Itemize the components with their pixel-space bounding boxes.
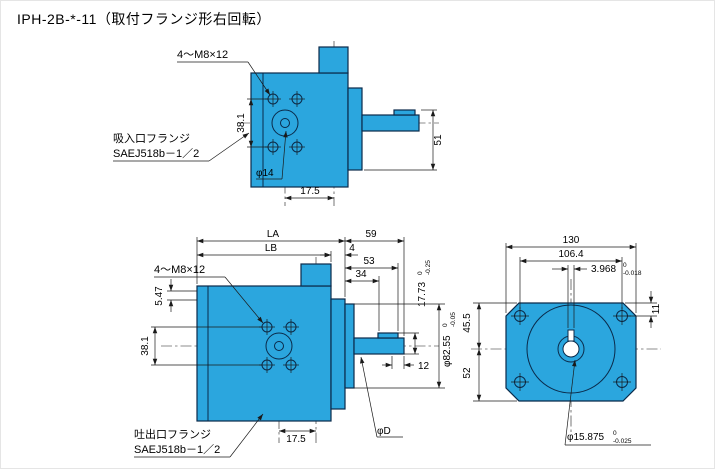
dim-34-label: 34 (355, 269, 367, 280)
bolt-spec-callout-side: 4～M8×12 (154, 264, 264, 324)
side-view-center-hole (265, 332, 293, 360)
dim-11-label: 11 (651, 303, 662, 314)
flange-face (505, 302, 637, 402)
dim-port-offset-side: 17.5 (279, 428, 316, 445)
dim-4-label: 4 (349, 243, 355, 254)
pilot-boss (344, 303, 355, 389)
suction-flange-label-line2: SAEJ518b－1／2 (113, 147, 199, 160)
dim-51: 51 (364, 109, 444, 171)
dim-17-5-side-label: 17.5 (286, 434, 306, 445)
tol-3-968-upper: 0 (623, 262, 627, 269)
tol-82-55-upper: 0 (442, 323, 449, 327)
dim-53-label: 53 (363, 256, 375, 267)
dim-12: 12 (382, 356, 430, 372)
pump-body-top-view (250, 46, 420, 188)
dim-106-4-label: 106.4 (558, 249, 583, 260)
pump-body-side-view (196, 263, 405, 422)
keyway-slot (567, 329, 575, 342)
dim-106-4: 106.4 (519, 249, 623, 309)
dim-11: 11 (625, 291, 662, 328)
dim-key-height: 17.73 0 -0.25 (398, 260, 432, 355)
side-view-top-extension-lines (196, 237, 405, 336)
tol-17-73-lower: -0.25 (425, 260, 432, 275)
dim-key-width: 3.968 0 -0.018 (552, 262, 642, 328)
pump-housing (196, 285, 332, 422)
tol-15-875-upper: 0 (613, 430, 617, 437)
dim-12-label: 12 (418, 361, 430, 372)
page-title: IPH-2B-*-11（取付フランジ形右回転） (17, 11, 271, 27)
dim-38-1-top-label: 38.1 (236, 113, 247, 133)
suction-flange-label-line1: 吸入口フランジ (113, 133, 190, 145)
drive-shaft (353, 337, 405, 355)
dim-LA: LA (197, 229, 345, 244)
front-view: 130 106.4 3.968 0 -0.018 45.5 (462, 235, 662, 446)
tol-15-875-lower: -0.025 (613, 438, 632, 445)
dim-59-label: 59 (365, 229, 377, 240)
dim-bolt-pitch-top: 38.1 (236, 98, 268, 148)
mounting-flange (330, 298, 346, 410)
dim-LB: LB (197, 243, 331, 258)
dim-130-label: 130 (563, 235, 580, 246)
dim-phi14-label: φ14 (256, 168, 274, 179)
dim-shaft-diameter: φ15.875 0 -0.025 (564, 359, 651, 446)
dim-17-73-label: 17.73 (417, 282, 428, 307)
dim-5-47-label: 5.47 (154, 286, 165, 306)
bolt-spec-callout-top: 4～M8×12 (177, 49, 271, 96)
tol-17-73-upper: 0 (417, 271, 424, 275)
side-view-bolt-holes (259, 319, 299, 373)
dim-LB-label: LB (265, 243, 278, 254)
side-view: LA 59 LB 4 53 34 (134, 229, 457, 458)
dim-34: 34 (345, 269, 379, 284)
center-hole-callout: φ14 (256, 130, 288, 180)
dim-port-offset-top: 17.5 (285, 186, 334, 201)
suction-port-boss (318, 46, 349, 74)
dim-phi82-55-label: φ82.55 (442, 335, 453, 367)
suction-flange-callout: 吸入口フランジ SAEJ518b－1／2 (113, 132, 250, 162)
dim-52: 52 (462, 349, 517, 402)
discharge-flange-label-line1: 吐出口フランジ (134, 427, 211, 441)
dim-3-968-label: 3.968 (591, 264, 616, 275)
shaft-key (393, 109, 416, 116)
dim-45-5: 45.5 (462, 302, 517, 349)
dim-4: 4 (320, 243, 358, 258)
bolt-spec-side-label: 4～M8×12 (154, 264, 205, 276)
tol-3-968-lower: -0.018 (623, 270, 642, 277)
tol-82-55-lower: -0.05 (450, 312, 457, 327)
bolt-spec-top-label: 4～M8×12 (177, 49, 228, 61)
dim-51-label: 51 (433, 134, 444, 146)
dim-53: 53 (345, 256, 398, 271)
dim-38-1-side-label: 38.1 (140, 336, 151, 356)
shaft-diameter-callout: φD (360, 356, 403, 438)
dim-bolt-pitch-side: 38.1 (140, 326, 262, 366)
discharge-flange-callout: 吐出口フランジ SAEJ518b－1／2 (134, 413, 264, 458)
dim-45-5-label: 45.5 (462, 313, 473, 333)
dim-52-label: 52 (462, 367, 473, 379)
top-view: 38.1 51 4～M8×12 吸入口フランジ SAEJ518b－1／2 (113, 41, 444, 206)
discharge-port-boss (300, 263, 332, 287)
dim-phiD-label: φD (377, 426, 391, 437)
dim-130: 130 (505, 235, 637, 313)
dim-phi15-875-label: φ15.875 (567, 432, 605, 443)
dim-LA-label: LA (267, 229, 280, 240)
shaft-key (377, 332, 399, 339)
discharge-flange-label-line2: SAEJ518b－1／2 (134, 443, 220, 456)
dim-17-5-top-label: 17.5 (300, 186, 320, 197)
dim-5-47: 5.47 (154, 279, 197, 312)
mounting-flange (347, 87, 363, 171)
dim-pilot-diameter: φ82.55 0 -0.05 (354, 303, 457, 389)
drive-shaft (361, 114, 420, 132)
shaft-hole (562, 340, 580, 358)
dim-59: 59 (345, 229, 404, 244)
